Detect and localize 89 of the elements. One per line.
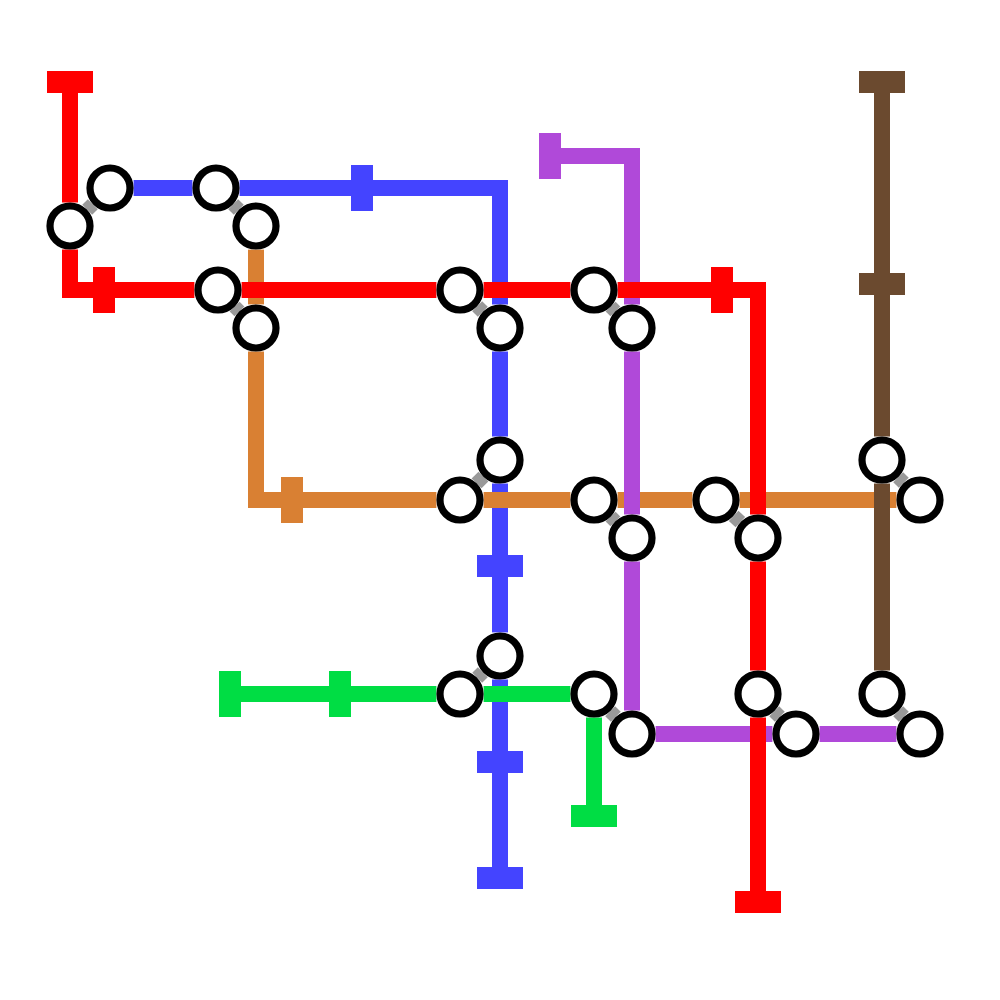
metro-line bbox=[561, 148, 640, 305]
station-circle bbox=[858, 436, 906, 484]
terminus-bar bbox=[571, 805, 617, 827]
metro-line bbox=[624, 351, 640, 515]
station-circle bbox=[570, 266, 618, 314]
metro-line bbox=[492, 577, 508, 633]
transfer-link bbox=[228, 199, 244, 215]
metro-line bbox=[586, 717, 602, 805]
metro-line bbox=[62, 249, 93, 298]
station-circle bbox=[608, 710, 656, 758]
station-circle bbox=[692, 476, 740, 524]
transfer-link bbox=[893, 472, 909, 488]
station-circle bbox=[570, 476, 618, 524]
metro-line bbox=[617, 282, 711, 298]
metro-line bbox=[874, 483, 890, 671]
metro-line bbox=[617, 492, 693, 508]
station-tick bbox=[859, 273, 905, 295]
station-circle bbox=[436, 266, 484, 314]
metro-line bbox=[133, 180, 193, 196]
metro-line bbox=[492, 679, 508, 751]
metro-line bbox=[239, 180, 351, 196]
station-circle bbox=[734, 514, 782, 562]
metro-line bbox=[483, 282, 571, 298]
transfer-link bbox=[472, 301, 488, 317]
metro-line bbox=[241, 686, 329, 702]
station-tick bbox=[93, 267, 115, 313]
station-tick bbox=[281, 477, 303, 523]
terminus-bar bbox=[47, 71, 93, 93]
station-circle bbox=[608, 304, 656, 352]
station-circle bbox=[476, 632, 524, 680]
metro-line bbox=[874, 295, 890, 437]
terminus-bar bbox=[735, 891, 781, 913]
metro-line bbox=[373, 180, 508, 305]
station-tick bbox=[711, 267, 733, 313]
terminus-bar bbox=[477, 867, 523, 889]
metro-line bbox=[739, 492, 897, 508]
station-circle bbox=[476, 304, 524, 352]
station-circle bbox=[896, 476, 944, 524]
transfer-link bbox=[605, 301, 621, 317]
transfer-link bbox=[728, 510, 746, 528]
terminus-bar bbox=[859, 71, 905, 93]
station-tick bbox=[477, 751, 523, 773]
station-circle bbox=[436, 670, 484, 718]
metro-line bbox=[492, 483, 508, 555]
station-circle bbox=[734, 670, 782, 718]
metro-line bbox=[483, 492, 571, 508]
station-circle bbox=[608, 514, 656, 562]
metro-line bbox=[241, 282, 437, 298]
station-circle bbox=[86, 164, 134, 212]
metro-line bbox=[750, 561, 766, 671]
metro-line bbox=[750, 717, 766, 891]
transfer-link bbox=[471, 471, 489, 489]
metro-line bbox=[819, 726, 897, 742]
metro-line bbox=[303, 492, 437, 508]
metro-line bbox=[733, 282, 766, 515]
metro-line bbox=[624, 561, 640, 711]
station-circle bbox=[858, 670, 906, 718]
transfer-link bbox=[605, 511, 621, 527]
station-circle bbox=[570, 670, 618, 718]
transfer-link bbox=[472, 667, 488, 683]
station-circle bbox=[194, 266, 242, 314]
metro-line bbox=[874, 93, 890, 273]
station-circle bbox=[772, 710, 820, 758]
metro-line bbox=[62, 93, 78, 203]
metro-line bbox=[248, 351, 281, 508]
transfer-link bbox=[82, 199, 98, 215]
metro-line bbox=[492, 351, 508, 437]
station-circle bbox=[192, 164, 240, 212]
terminus-bar bbox=[219, 671, 241, 717]
metro-line bbox=[492, 773, 508, 867]
station-tick bbox=[477, 555, 523, 577]
station-circle bbox=[896, 710, 944, 758]
transfer-link bbox=[893, 706, 909, 722]
station-circle bbox=[232, 202, 280, 250]
metro-line bbox=[248, 249, 264, 305]
transfer-link bbox=[769, 706, 785, 722]
terminus-bar bbox=[539, 133, 561, 179]
station-tick bbox=[329, 671, 351, 717]
metro-line bbox=[351, 686, 437, 702]
transfer-link bbox=[605, 706, 621, 722]
station-circle bbox=[46, 202, 94, 250]
station-tick bbox=[351, 165, 373, 211]
transfer-link bbox=[229, 301, 245, 317]
metro-line bbox=[655, 726, 773, 742]
station-circle bbox=[476, 436, 524, 484]
metro-line bbox=[115, 282, 195, 298]
station-circle bbox=[232, 304, 280, 352]
station-circle bbox=[436, 476, 484, 524]
metro-line bbox=[483, 686, 571, 702]
